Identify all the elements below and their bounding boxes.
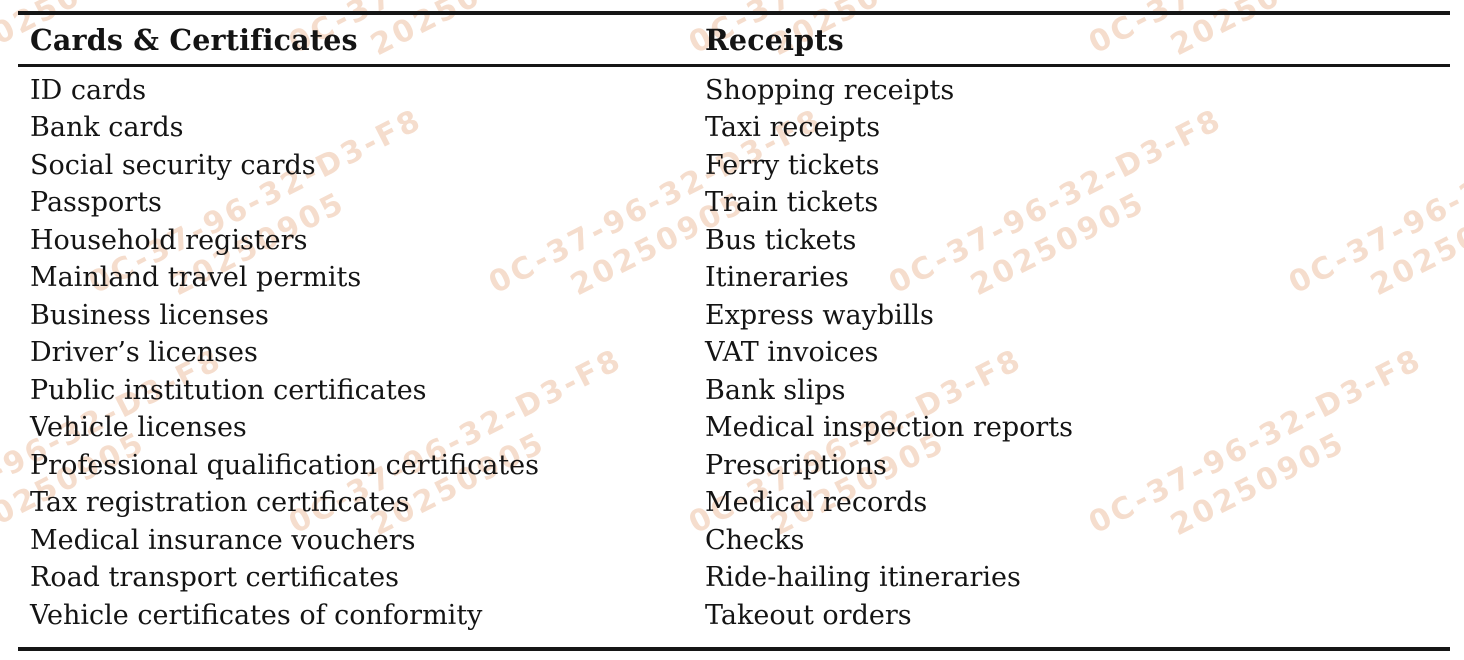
- table-cell-left: ID cards: [30, 74, 147, 106]
- table-body: ID cards Shopping receipts Bank cards Ta…: [18, 67, 1450, 635]
- table-cell-right: Ride-hailing itineraries: [705, 562, 1021, 594]
- table-row: Medical insurance vouchers Checks: [18, 522, 1450, 560]
- table-row: Vehicle certificates of conformity Takeo…: [18, 597, 1450, 635]
- table-cell-left: Professional qualification certificates: [30, 449, 539, 481]
- table-header-row: Cards & Certificates Receipts: [18, 15, 1450, 64]
- table-cell-right: Checks: [705, 524, 805, 556]
- table-top-rule: [18, 11, 1450, 15]
- table-cell-right: Itineraries: [705, 262, 849, 294]
- table-row: Business licenses Express waybills: [18, 297, 1450, 335]
- table-cell-right: Taxi receipts: [705, 112, 881, 144]
- table-cell-right: VAT invoices: [705, 337, 879, 369]
- table-cell-right: Shopping receipts: [705, 74, 955, 106]
- table-cell-left: Business licenses: [30, 299, 269, 331]
- table-row: Mainland travel permits Itineraries: [18, 259, 1450, 297]
- table-cell-right: Ferry tickets: [705, 149, 880, 181]
- table-row: ID cards Shopping receipts: [18, 72, 1450, 110]
- table-row: Driver’s licenses VAT invoices: [18, 334, 1450, 372]
- table-cell-right: Takeout orders: [705, 599, 912, 631]
- table-row: Tax registration certificates Medical re…: [18, 484, 1450, 522]
- table-cell-left: Medical insurance vouchers: [30, 524, 416, 556]
- table-cell-left: Passports: [30, 187, 162, 219]
- table-cell-left: Driver’s licenses: [30, 337, 258, 369]
- table-cell-right: Bus tickets: [705, 224, 857, 256]
- table-cell-left: Public institution certificates: [30, 374, 427, 406]
- table-cell-left: Vehicle certificates of conformity: [30, 599, 483, 631]
- table-cell-left: Road transport certificates: [30, 562, 399, 594]
- table-row: Bank cards Taxi receipts: [18, 109, 1450, 147]
- table-cell-left: Household registers: [30, 224, 308, 256]
- table-bottom-rule: [18, 647, 1450, 651]
- paper-table: Cards & Certificates Receipts ID cards S…: [18, 11, 1450, 651]
- column-header-cards-certificates: Cards & Certificates: [30, 22, 358, 57]
- table-cell-left: Vehicle licenses: [30, 412, 247, 444]
- table-cell-right: Medical inspection reports: [705, 412, 1073, 444]
- table-cell-right: Train tickets: [705, 187, 879, 219]
- table-row: Vehicle licenses Medical inspection repo…: [18, 409, 1450, 447]
- column-header-receipts: Receipts: [705, 22, 844, 57]
- table-cell-right: Express waybills: [705, 299, 934, 331]
- table-row: Professional qualification certificates …: [18, 447, 1450, 485]
- table-row: Public institution certificates Bank sli…: [18, 372, 1450, 410]
- table-row: Social security cards Ferry tickets: [18, 147, 1450, 185]
- table-cell-left: Social security cards: [30, 149, 316, 181]
- table-row: Household registers Bus tickets: [18, 222, 1450, 260]
- table-header-rule: [18, 64, 1450, 67]
- table-row: Passports Train tickets: [18, 184, 1450, 222]
- table-cell-left: Mainland travel permits: [30, 262, 362, 294]
- table-cell-right: Prescriptions: [705, 449, 887, 481]
- table-cell-left: Bank cards: [30, 112, 184, 144]
- table-cell-left: Tax registration certificates: [30, 487, 410, 519]
- table-cell-right: Medical records: [705, 487, 928, 519]
- table-cell-right: Bank slips: [705, 374, 846, 406]
- table-row: Road transport certificates Ride-hailing…: [18, 559, 1450, 597]
